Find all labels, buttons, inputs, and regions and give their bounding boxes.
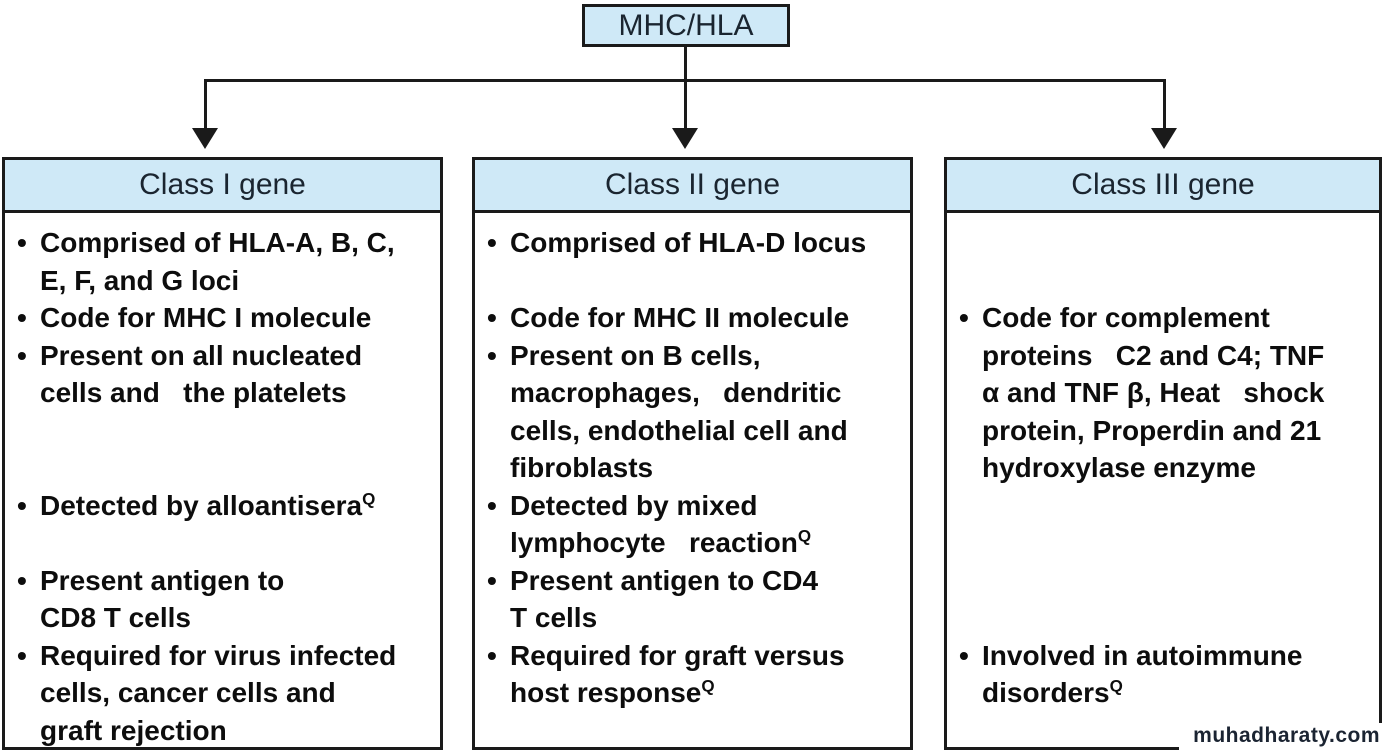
bullet-item: • Detected by alloantiseraQ: [17, 487, 434, 525]
bullet-item: • Code for MHC I molecule: [17, 299, 434, 337]
bullet-icon: •: [487, 339, 497, 371]
bullet-icon: •: [487, 227, 497, 258]
bullet-text: Comprised of HLA-D locus: [510, 227, 867, 258]
bullet-icon: •: [17, 339, 27, 371]
class-1-gene-body: • Comprised of HLA-A, B, C,E, F, and G lo…: [5, 213, 440, 749]
class-1-gene-box: Class I gene • Comprised of HLA-A, B, C,E…: [2, 157, 443, 750]
spacer: [959, 224, 1373, 299]
bullet-icon: •: [487, 489, 497, 521]
class-3-gene-title: Class III gene: [1071, 168, 1255, 201]
connector-drop-right: [1163, 79, 1166, 130]
class-1-gene-title: Class I gene: [139, 168, 306, 201]
spacer: [17, 524, 434, 562]
watermark: muhadharaty.com: [1179, 723, 1384, 754]
connector-root-stem: [684, 45, 687, 130]
arrow-down-icon: [1151, 128, 1177, 149]
class-2-gene-body: • Comprised of HLA-D locus • Code for MHC I…: [475, 213, 910, 712]
bullet-text: Code for MHC II molecule: [510, 302, 850, 333]
root-node-label: MHC/HLA: [618, 8, 754, 42]
superscript-q: Q: [362, 489, 376, 509]
superscript-q: Q: [797, 526, 812, 546]
bullet-item: • Comprised of HLA-A, B, C,E, F, and G lo…: [17, 224, 434, 299]
connector-drop-left: [204, 79, 207, 130]
class-2-gene-box: Class II gene •Comprised of HLA-D locus•…: [472, 157, 913, 750]
bullet-icon: •: [959, 639, 969, 671]
bullet-item: • Code for MHC II molecule: [487, 299, 904, 337]
root-node-mhc-hla: MHC/HLA: [582, 4, 790, 47]
class-1-gene-header: Class I gene: [5, 160, 440, 213]
bullet-icon: •: [959, 302, 969, 333]
bullet-text: Comprised of HLA-A, B, C,E, F, and G loc…: [40, 227, 395, 296]
spacer: [959, 487, 1373, 637]
superscript-q: Q: [1109, 676, 1123, 696]
bullet-item: • Present on B cells,macrophages, dendrit…: [487, 337, 904, 487]
bullet-icon: •: [487, 564, 497, 596]
connector-horizontal: [204, 79, 1166, 82]
bullet-icon: •: [17, 227, 27, 258]
class-2-gene-title: Class II gene: [604, 168, 781, 201]
class-3-gene-header: Class III gene: [947, 160, 1379, 213]
spacer: [487, 262, 904, 300]
bullet-icon: •: [17, 302, 27, 333]
arrow-down-icon: [192, 128, 218, 149]
arrow-down-icon: [672, 128, 698, 149]
bullet-icon: •: [17, 489, 27, 521]
bullet-text: Detected by alloantiseraQ: [40, 489, 376, 521]
bullet-icon: •: [17, 564, 27, 596]
bullet-text: Present on B cells,macrophages, dendriti…: [510, 339, 848, 484]
bullet-item: • Comprised of HLA-D locus: [487, 224, 904, 262]
spacer: [17, 412, 434, 487]
bullet-icon: •: [487, 302, 497, 333]
bullet-icon: •: [17, 639, 27, 671]
bullet-icon: •: [487, 639, 497, 671]
class-2-gene-header: Class II gene: [475, 160, 910, 213]
superscript-q: Q: [701, 676, 715, 696]
bullet-text: Code for MHC I molecule: [40, 302, 372, 333]
